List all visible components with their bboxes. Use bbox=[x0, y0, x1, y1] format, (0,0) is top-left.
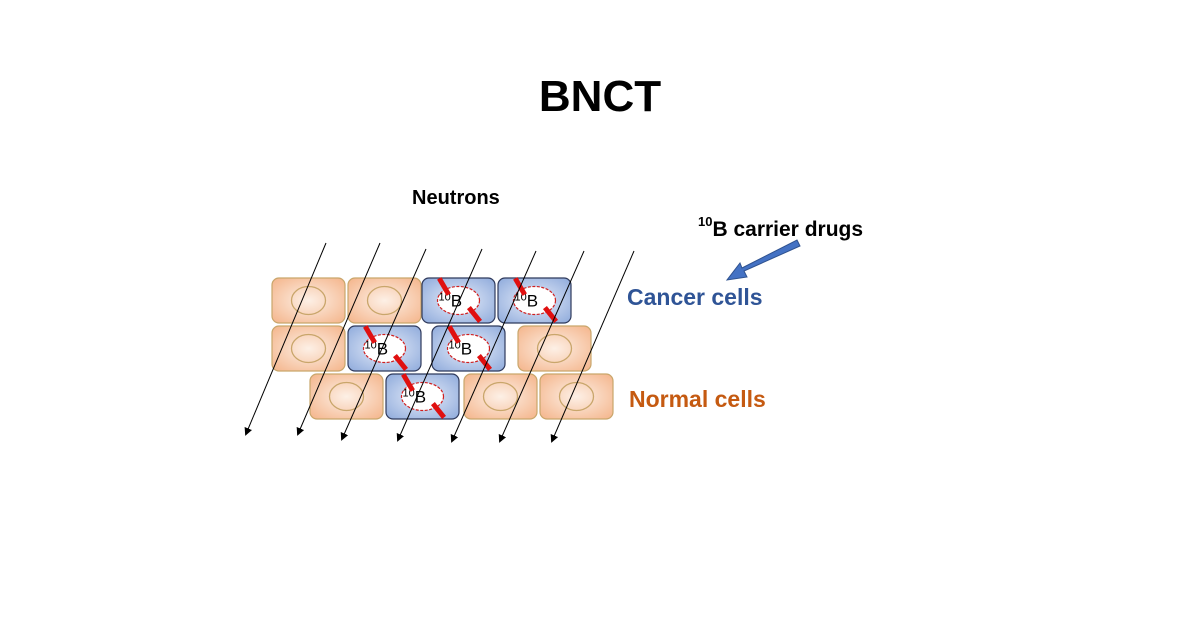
cell-nucleus bbox=[482, 381, 519, 412]
cancer-cell: 10B bbox=[385, 373, 460, 420]
cell-nucleus bbox=[558, 381, 595, 412]
normal-cells-label: Normal cells bbox=[629, 386, 766, 412]
lithium-ion-track bbox=[542, 305, 559, 324]
carrier-drugs-label: 10B carrier drugs bbox=[698, 214, 864, 242]
cell-body bbox=[271, 325, 346, 372]
normal-cell bbox=[271, 325, 346, 372]
cell-body bbox=[347, 277, 422, 324]
boron-symbol: B bbox=[527, 292, 538, 311]
normal-cell bbox=[271, 277, 346, 324]
neutron-beam-arrow bbox=[550, 250, 635, 443]
neutron-beam-arrow bbox=[296, 242, 381, 436]
boron-symbol: B bbox=[415, 388, 426, 407]
cell-body bbox=[517, 325, 592, 372]
carrier-arrow-shape bbox=[725, 239, 801, 281]
cancer-cell: 10B bbox=[347, 325, 422, 372]
normal-cell bbox=[309, 373, 384, 420]
boron-symbol: B bbox=[377, 340, 388, 359]
alpha-particle-track bbox=[447, 325, 461, 344]
cancer-cell: 10B bbox=[497, 277, 572, 324]
normal-cell bbox=[539, 373, 614, 420]
cancer-cell: 10B bbox=[431, 325, 506, 372]
neutron-beam-arrow bbox=[340, 248, 427, 441]
carrier-isotope-superscript: 10 bbox=[698, 214, 713, 229]
neutron-beam-arrow bbox=[498, 250, 585, 443]
neutron-beams-layer bbox=[244, 242, 635, 443]
normal-cell bbox=[347, 277, 422, 324]
neutrons-label: Neutrons bbox=[412, 187, 500, 209]
cancer-cells-label: Cancer cells bbox=[627, 284, 763, 310]
alpha-particle-track bbox=[401, 373, 415, 392]
alpha-particle-track bbox=[437, 277, 451, 296]
cell-nucleus bbox=[536, 333, 573, 364]
cell-body bbox=[463, 373, 538, 420]
cell-nucleus bbox=[366, 285, 403, 316]
lithium-ion-track bbox=[430, 401, 447, 420]
lithium-ion-track bbox=[466, 305, 483, 324]
lithium-ion-track bbox=[476, 353, 493, 372]
neutron-beam-arrow bbox=[244, 242, 327, 436]
normal-cell bbox=[517, 325, 592, 372]
alpha-particle-track bbox=[363, 325, 377, 344]
cell-nucleus bbox=[328, 381, 365, 412]
cell-body bbox=[271, 277, 346, 324]
cell-nucleus bbox=[290, 285, 327, 316]
boron-symbol: B bbox=[461, 340, 472, 359]
cancer-cell: 10B bbox=[421, 277, 496, 324]
carrier-drugs-text: B carrier drugs bbox=[712, 218, 864, 241]
cell-nucleus bbox=[290, 333, 327, 364]
neutron-beam-arrow bbox=[450, 250, 537, 443]
normal-cell bbox=[463, 373, 538, 420]
neutron-beam-arrow bbox=[396, 248, 483, 442]
diagram-title: BNCT bbox=[538, 72, 662, 121]
cell-body bbox=[309, 373, 384, 420]
alpha-particles-layer bbox=[363, 277, 559, 420]
lithium-ion-track bbox=[392, 353, 409, 372]
carrier-drug-arrow bbox=[725, 239, 801, 281]
cell-body bbox=[539, 373, 614, 420]
boron-symbol: B bbox=[451, 292, 462, 311]
